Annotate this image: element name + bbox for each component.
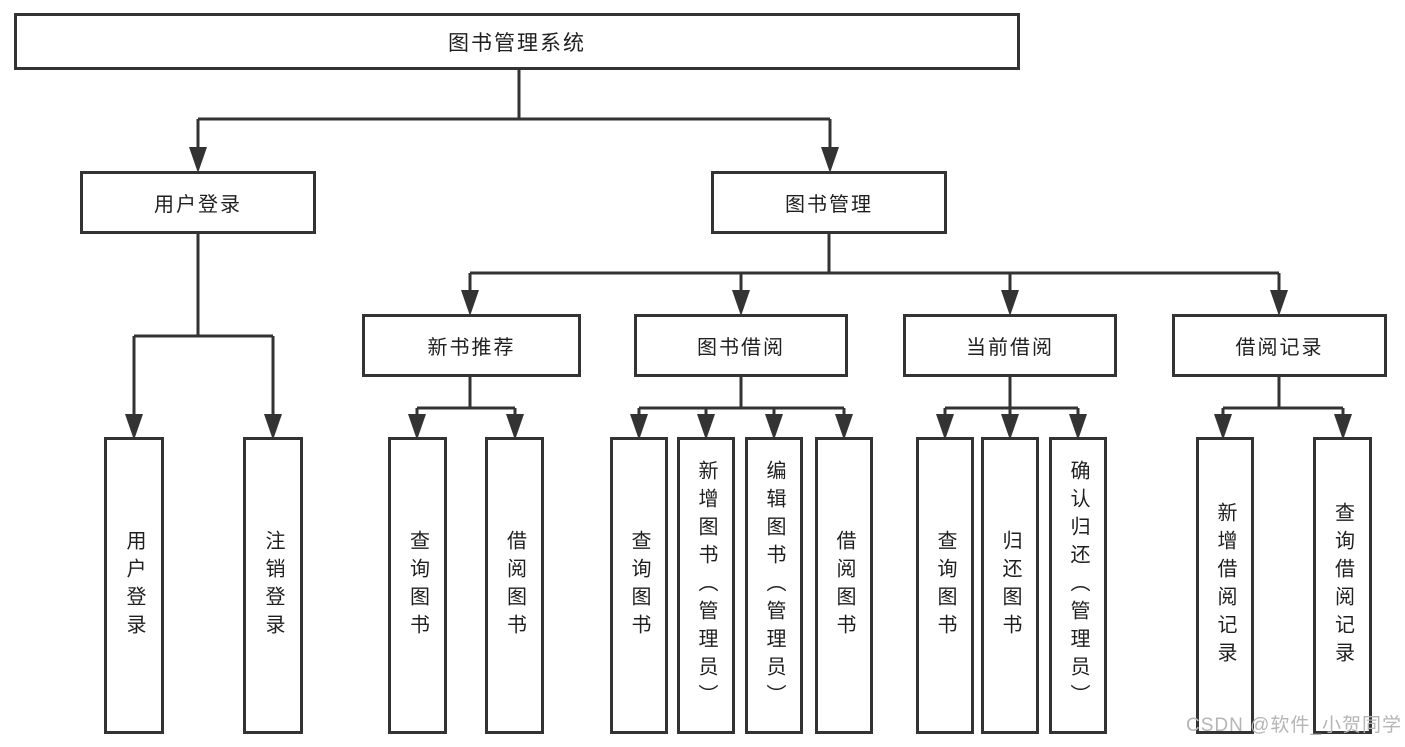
node-label: 确认归还（管理员）: [1067, 459, 1089, 712]
leaf-query-borrow-record: 查询借阅记录: [1313, 437, 1372, 734]
node-label: 编辑图书（管理员）: [763, 459, 785, 712]
leaf-query-books-recommend: 查询图书: [388, 437, 447, 734]
leaf-confirm-return-admin: 确认归还（管理员）: [1049, 437, 1107, 734]
node-label: 借阅图书: [833, 529, 855, 642]
leaf-add-books-admin: 新增图书（管理员）: [677, 437, 735, 734]
node-library-management-system: 图书管理系统: [14, 13, 1020, 70]
leaf-query-books-current: 查询图书: [916, 437, 974, 734]
node-label: 新书推荐: [427, 337, 516, 359]
node-current-borrowing: 当前借阅: [903, 314, 1117, 377]
leaf-logout: 注销登录: [243, 437, 303, 734]
node-book-management: 图书管理: [711, 171, 947, 234]
arrowheads: [125, 147, 1352, 440]
node-label: 查询借阅记录: [1331, 501, 1354, 670]
leaf-edit-books-admin: 编辑图书（管理员）: [745, 437, 803, 734]
leaf-borrow-books: 借阅图书: [815, 437, 873, 734]
node-user-login: 用户登录: [80, 171, 316, 234]
node-label: 查询图书: [934, 529, 956, 642]
leaf-return-books: 归还图书: [981, 437, 1039, 734]
node-label: 归还图书: [999, 529, 1021, 642]
node-label: 用户登录: [123, 529, 145, 642]
node-borrowing-records: 借阅记录: [1172, 314, 1387, 377]
node-label: 图书借阅: [697, 337, 785, 359]
node-label: 查询图书: [628, 529, 650, 642]
node-label: 借阅图书: [503, 529, 526, 642]
node-label: 查询图书: [406, 529, 429, 642]
leaf-query-books-borrowing: 查询图书: [610, 437, 668, 734]
node-label: 借阅记录: [1235, 337, 1324, 359]
node-label: 注销登录: [262, 529, 284, 642]
node-label: 图书管理: [785, 194, 873, 216]
node-label: 当前借阅: [966, 337, 1054, 359]
node-label: 新增图书（管理员）: [695, 459, 717, 712]
node-label: 图书管理系统: [448, 31, 586, 55]
leaf-user-login: 用户登录: [104, 437, 164, 734]
node-label: 新增借阅记录: [1214, 501, 1236, 670]
csdn-watermark: CSDN @软件_小贺同学: [1186, 715, 1402, 736]
node-book-borrowing: 图书借阅: [634, 314, 848, 377]
node-label: 用户登录: [154, 194, 242, 216]
leaf-add-borrow-record: 新增借阅记录: [1196, 437, 1254, 734]
node-new-book-recommend: 新书推荐: [362, 314, 581, 377]
leaf-borrow-books-recommend: 借阅图书: [485, 437, 544, 734]
